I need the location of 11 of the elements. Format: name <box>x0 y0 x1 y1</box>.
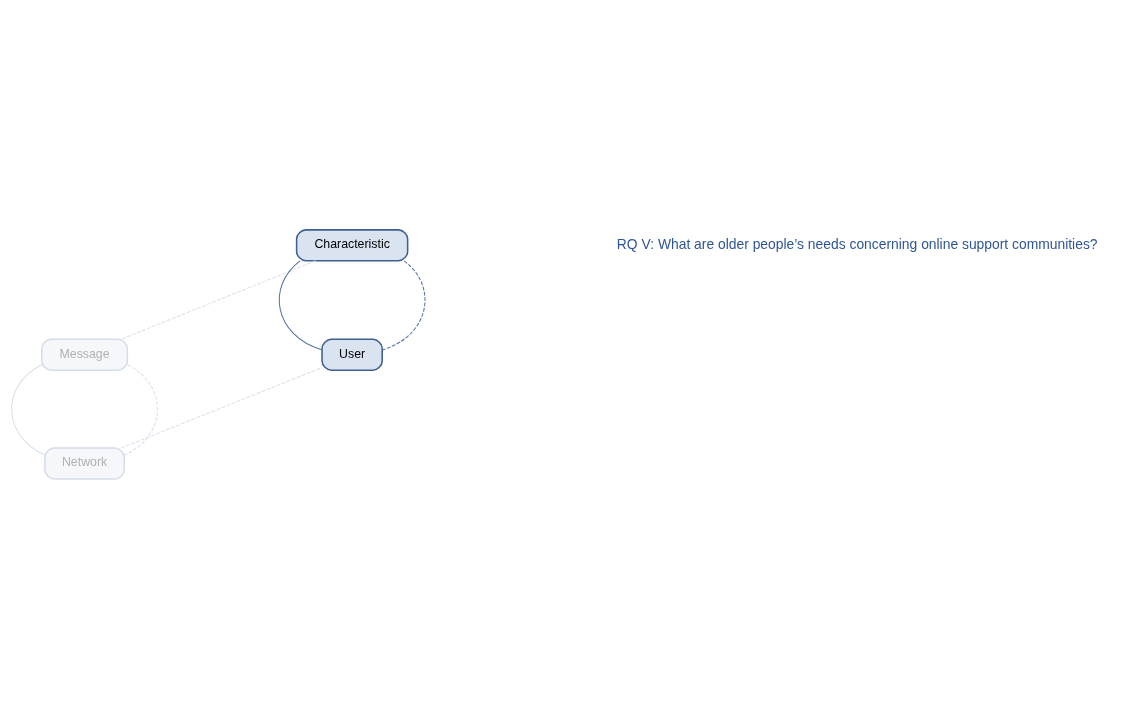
connector <box>278 260 323 351</box>
node-box: Message <box>41 338 129 371</box>
connector <box>120 367 323 449</box>
connector <box>381 260 426 351</box>
connector <box>120 260 317 340</box>
node-box: Characteristic <box>295 229 409 262</box>
label: RQ V: What are older people’s needs concerning online support communities? <box>616 235 1098 252</box>
connector <box>123 364 158 456</box>
connector <box>11 364 46 456</box>
node-box: User <box>321 338 383 371</box>
node-box: Network <box>44 447 126 480</box>
